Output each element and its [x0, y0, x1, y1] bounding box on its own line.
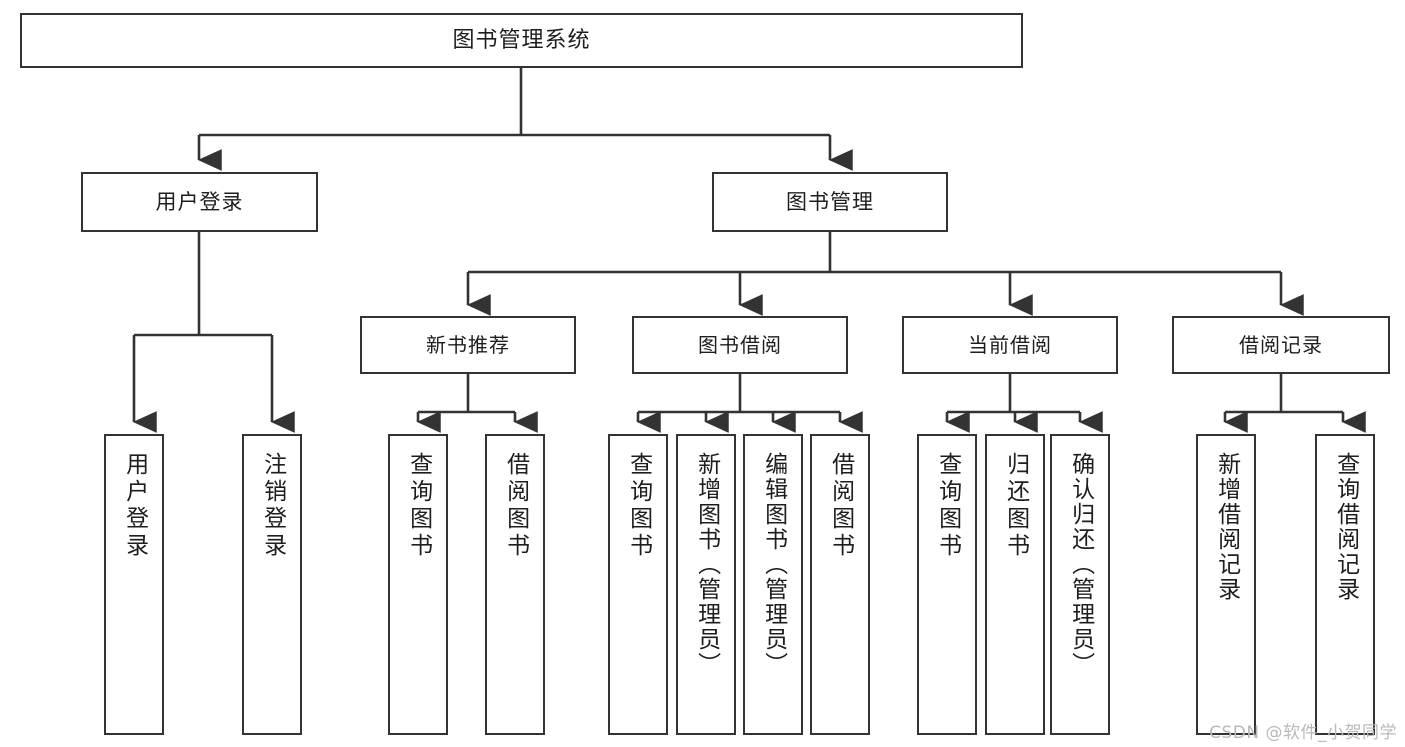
node-label: 用户登录 [121, 452, 148, 560]
csdn-watermark: CSDN @软件_小贺同学 [1209, 723, 1397, 743]
leaf-new-book-query[interactable]: 查询图书 [388, 434, 448, 735]
leaf-current-return-book[interactable]: 归还图书 [985, 434, 1045, 735]
node-root-system[interactable]: 图书管理系统 [20, 13, 1023, 68]
node-label: 借阅记录 [1239, 332, 1323, 357]
leaf-user-login-logout[interactable]: 注销登录 [242, 434, 302, 735]
node-label: 确认归还（管理员） [1067, 452, 1094, 677]
leaf-borrow-edit-book[interactable]: 编辑图书（管理员） [743, 434, 803, 735]
node-new-book-recommend[interactable]: 新书推荐 [360, 316, 576, 374]
node-label: 图书管理 [786, 189, 874, 214]
node-label: 借阅图书 [502, 452, 529, 560]
node-book-management[interactable]: 图书管理 [712, 172, 948, 232]
node-label: 新书推荐 [426, 332, 510, 357]
node-book-borrow[interactable]: 图书借阅 [632, 316, 848, 374]
leaf-current-query-book[interactable]: 查询图书 [917, 434, 977, 735]
leaf-new-book-borrow[interactable]: 借阅图书 [485, 434, 545, 735]
node-borrow-record[interactable]: 借阅记录 [1172, 316, 1390, 374]
leaf-borrow-query-book[interactable]: 查询图书 [608, 434, 668, 735]
leaf-record-query-record[interactable]: 查询借阅记录 [1315, 434, 1375, 735]
leaf-borrow-borrow-book[interactable]: 借阅图书 [810, 434, 870, 735]
leaf-record-add-record[interactable]: 新增借阅记录 [1196, 434, 1256, 735]
node-user-login[interactable]: 用户登录 [81, 172, 318, 232]
node-label: 查询图书 [934, 452, 961, 560]
node-label: 注销登录 [259, 452, 286, 560]
node-label: 查询图书 [625, 452, 652, 560]
node-label: 查询借阅记录 [1332, 452, 1359, 602]
node-label: 当前借阅 [968, 332, 1052, 357]
node-label: 查询图书 [405, 452, 432, 560]
node-label: 新增图书（管理员） [693, 452, 720, 677]
node-label: 图书管理系统 [452, 27, 591, 53]
leaf-current-confirm-return[interactable]: 确认归还（管理员） [1050, 434, 1110, 735]
node-label: 借阅图书 [827, 452, 854, 560]
node-label: 新增借阅记录 [1213, 452, 1240, 602]
leaf-borrow-add-book[interactable]: 新增图书（管理员） [676, 434, 736, 735]
node-current-borrow[interactable]: 当前借阅 [902, 316, 1118, 374]
node-label: 用户登录 [155, 189, 244, 214]
node-label: 归还图书 [1002, 452, 1029, 560]
node-label: 图书借阅 [698, 332, 782, 357]
leaf-user-login-login[interactable]: 用户登录 [104, 434, 164, 735]
node-label: 编辑图书（管理员） [760, 452, 787, 677]
